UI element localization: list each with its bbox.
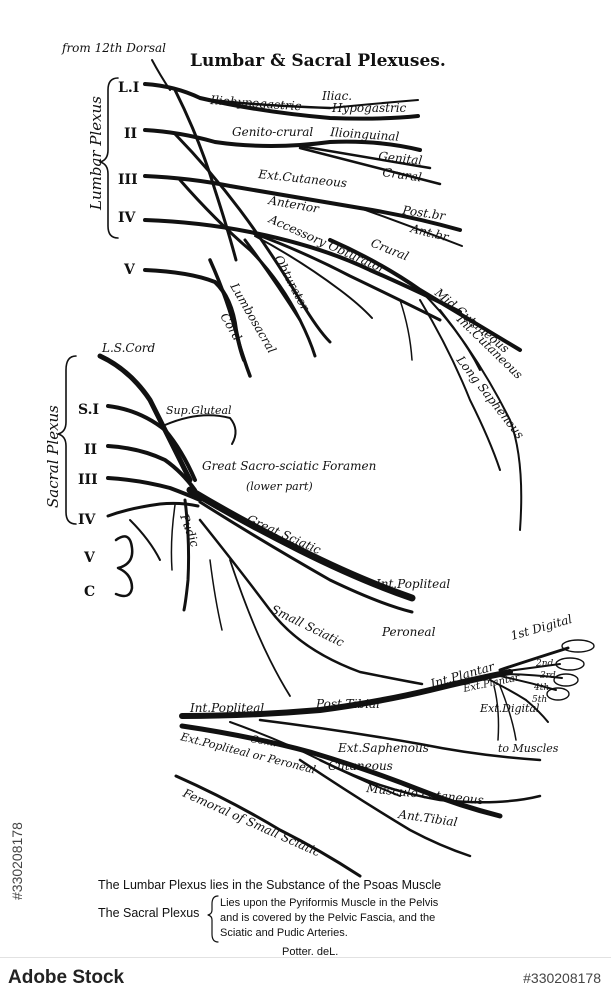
sacral-root-2: II xyxy=(84,442,97,458)
label-com: Com. xyxy=(249,734,277,749)
lumbar-bracket xyxy=(99,77,119,239)
label-digital-4: 4th xyxy=(533,683,549,693)
label-lower-part: (lower part) xyxy=(246,480,313,493)
watermark-footer: Adobe Stock #330208178 xyxy=(0,957,611,1000)
stock-id-vertical-text: #330208178 xyxy=(9,822,25,900)
lumbar-nerves xyxy=(143,59,523,531)
label-pudic: Pudic xyxy=(177,511,202,549)
diagram-title: Lumbar & Sacral Plexuses. xyxy=(190,51,446,71)
lumbar-root-5: V xyxy=(123,262,136,278)
label-digital-2: 2nd xyxy=(535,659,554,669)
origin-label: from 12th Dorsal xyxy=(61,41,166,55)
label-musculo-cutaneous: Musculo cutaneous xyxy=(365,781,485,807)
label-hypogastric: Hypogastric xyxy=(331,101,407,115)
label-to-muscles: to Muscles xyxy=(498,742,559,755)
caption-sacral-c: Sciatic and Pudic Arteries. xyxy=(220,927,348,939)
label-great-sciatic: Great Sciatic xyxy=(245,512,324,557)
label-genitocrural: Genito-crural xyxy=(232,125,313,139)
sacral-plexus-label: Sacral Plexus xyxy=(44,405,62,508)
watermark-logo: Adobe Stock xyxy=(8,967,125,988)
label-post-tibial: Post.Tibial xyxy=(315,697,380,711)
label-crural-a: Crural xyxy=(382,165,423,184)
lumbar-root-3: III xyxy=(118,172,138,188)
label-digital-3: 3rd xyxy=(540,671,556,681)
label-cutaneous: Cutaneous xyxy=(328,759,393,773)
label-sup-gluteal: Sup.Gluteal xyxy=(166,404,232,417)
sacral-nerves xyxy=(97,353,424,697)
caption-brace xyxy=(207,895,219,943)
label-genital: Genital xyxy=(378,149,423,168)
caption-sacral-a: Lies upon the Pyriformis Muscle in the P… xyxy=(220,897,439,909)
label-ext-digital: Ext.Digital xyxy=(479,702,540,715)
label-ext-saphenous: Ext.Saphenous xyxy=(337,741,429,755)
lumbar-root-4: IV xyxy=(118,210,137,226)
watermark-id: #330208178 xyxy=(523,970,601,986)
label-post-br: Post.br xyxy=(401,203,448,223)
lumbar-root-2: II xyxy=(124,126,137,142)
caption-credit: Potter. deL. xyxy=(282,946,338,958)
leg-nerves xyxy=(174,646,570,878)
label-ilioinguinal: Ilioinguinal xyxy=(329,125,400,144)
label-digital-5: 5th xyxy=(532,695,547,705)
label-ls-cord: L.S.Cord xyxy=(101,341,156,355)
sacral-root-4: IV xyxy=(78,512,97,528)
sacral-root-3: III xyxy=(78,472,98,488)
label-small-sciatic: Small Sciatic xyxy=(269,602,347,650)
label-cord: Cord xyxy=(217,311,244,344)
sacral-root-coccygeal: C xyxy=(84,584,95,600)
toe-digits xyxy=(546,639,595,701)
label-femoral-of-small-sciatic: Femoral of Small Sciatic xyxy=(180,786,323,860)
caption-sacral-b: and is covered by the Pelvic Fascia, and… xyxy=(220,912,435,924)
lumbar-plexus-label: Lumbar Plexus xyxy=(87,96,105,211)
label-ant-tibial: Ant.Tibial xyxy=(397,807,459,829)
sacral-root-1: S.I xyxy=(78,402,99,418)
label-first-digital: 1st Digital xyxy=(509,612,574,643)
label-iliohypogastric: Iliohypogastric xyxy=(209,93,302,113)
label-great-sacro-sciatic: Great Sacro-sciatic Foramen xyxy=(202,459,376,473)
lumbar-root-1: L.I xyxy=(118,80,139,96)
stock-id-vertical: #330208178 xyxy=(9,822,25,900)
caption-line-1: The Lumbar Plexus lies in the Substance … xyxy=(98,878,441,892)
label-int-popliteal-b: Int.Popliteal xyxy=(189,701,264,715)
label-iliac: Iliac. xyxy=(321,89,352,103)
label-peroneal: Peroneal xyxy=(381,625,436,639)
caption-sacral-head: The Sacral Plexus xyxy=(98,906,199,920)
label-int-popliteal-a: Int.Popliteal xyxy=(375,577,450,591)
sacral-root-5: V xyxy=(83,550,96,566)
sacral-bracket xyxy=(57,355,77,525)
label-ext-cutaneous: Ext.Cutaneous xyxy=(257,167,348,190)
